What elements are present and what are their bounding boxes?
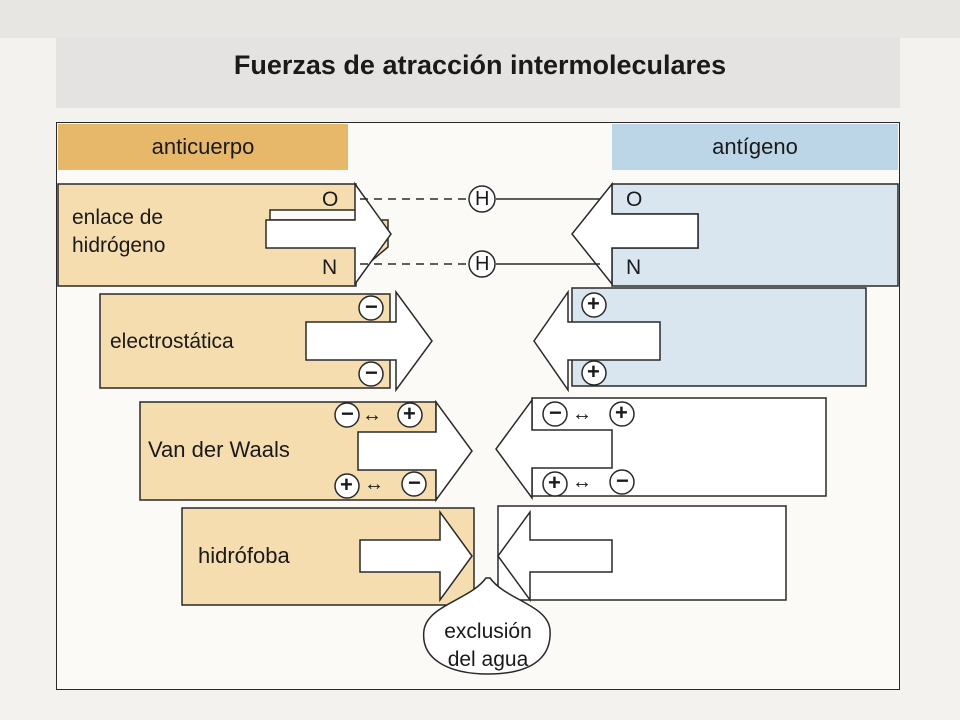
- h-atom-bottom: [468, 250, 496, 278]
- top-background: [0, 0, 960, 38]
- plus-sign: +: [587, 359, 600, 384]
- minus-sign: −: [365, 360, 378, 385]
- vdw-antigen-arrow: [495, 397, 613, 501]
- minus-sign: −: [365, 294, 378, 319]
- minus-sign: −: [549, 400, 562, 425]
- plus-sign: +: [587, 291, 600, 316]
- atom-o-right: O: [626, 188, 643, 211]
- electro-antibody-box: [99, 293, 391, 389]
- atom-h-top: H: [475, 188, 490, 210]
- electro-minus-top: [358, 295, 384, 321]
- atom-n-left: N: [322, 256, 338, 279]
- electro-antigen-box: [571, 287, 867, 387]
- minus-sign: −: [341, 401, 354, 426]
- water-exclusion-label-line1: exclusión: [444, 620, 532, 643]
- h-atom-top: [468, 185, 496, 213]
- hydrophobic-label: hidrófoba: [198, 543, 290, 568]
- atom-h-bottom: H: [475, 253, 490, 275]
- plus-sign: +: [403, 401, 416, 426]
- electro-plus-top: [581, 292, 607, 318]
- electro-antibody-arrow: [305, 289, 433, 393]
- interaction-arrow: ↔: [572, 403, 592, 425]
- atom-n-right: N: [626, 256, 642, 279]
- plus-sign: +: [340, 472, 353, 497]
- hydrophobic-antibody-arrow: [359, 509, 473, 603]
- antigen-header: antígeno: [612, 124, 898, 170]
- diagram-title: Fuerzas de atracción intermoleculares: [233, 50, 727, 80]
- hbond-antibody-arrow: [265, 181, 392, 287]
- plus-sign: +: [615, 400, 628, 425]
- vdw-antibody-arrow: [357, 399, 473, 503]
- electro-antigen-arrow: [533, 289, 661, 393]
- hydrogen-bond-label-line2: hidrógeno: [72, 234, 166, 257]
- atom-o-left: O: [322, 188, 339, 211]
- interaction-arrow: ↔: [572, 471, 592, 493]
- hydrogen-bond-label-line1: enlace de: [72, 206, 164, 229]
- van-der-waals-label: Van der Waals: [148, 437, 290, 462]
- electro-plus-bottom: [581, 360, 607, 386]
- interaction-arrow: ↔: [362, 404, 382, 426]
- electro-minus-bottom: [358, 361, 384, 387]
- minus-sign: −: [408, 470, 421, 495]
- water-exclusion-label-line2: del agua: [447, 648, 529, 671]
- antibody-header: anticuerpo: [58, 124, 348, 170]
- title-band: [56, 38, 900, 108]
- water-exclusion-bubble: [422, 577, 551, 675]
- electrostatic-label: electrostática: [110, 330, 234, 353]
- hydrophobic-antigen-arrow: [497, 509, 613, 603]
- interaction-arrow: ↔: [364, 473, 384, 495]
- plus-sign: +: [548, 470, 561, 495]
- minus-sign: −: [616, 468, 629, 493]
- hbond-antigen-arrow: [571, 181, 699, 287]
